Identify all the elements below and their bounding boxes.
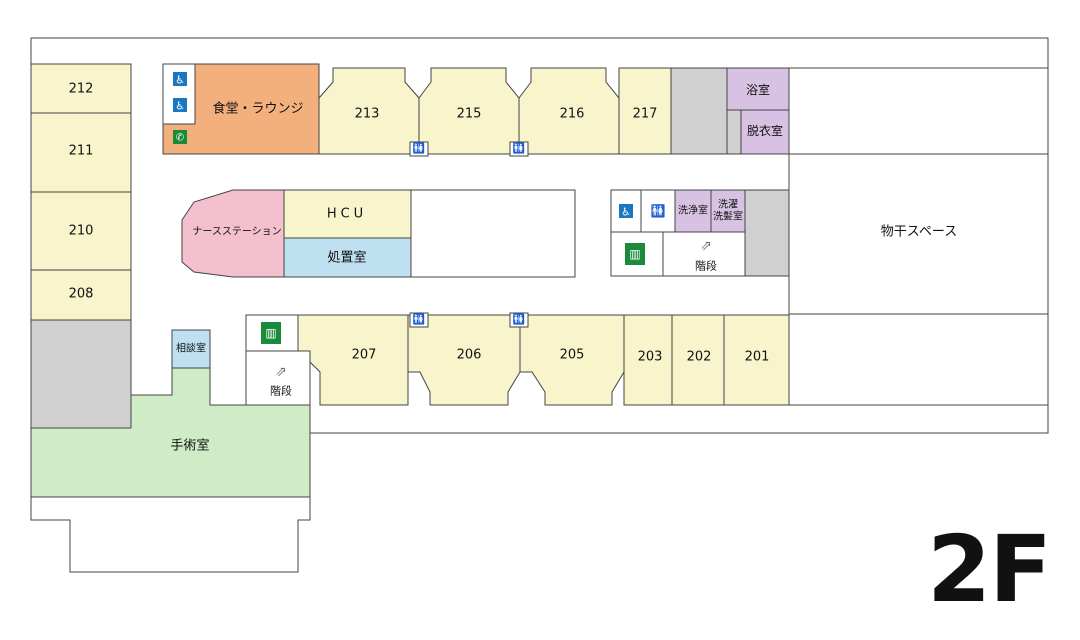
svg-text:▥: ▥: [265, 326, 276, 340]
room-217[interactable]: [618, 67, 672, 155]
wash-room[interactable]: [674, 189, 712, 233]
room-203-label: 203: [638, 350, 663, 365]
room-216-label: 216: [560, 107, 585, 122]
restroom-icon: [409, 312, 429, 328]
stairs-west-label: 階段: [270, 384, 292, 398]
room-201[interactable]: [723, 314, 790, 406]
room-212-label: 212: [69, 82, 94, 97]
svg-text:🚻: 🚻: [413, 313, 425, 326]
drying-space-label: 物干スペース: [881, 225, 957, 240]
hcu[interactable]: [283, 189, 412, 239]
room-205-label: 205: [560, 348, 585, 363]
room-211[interactable]: [30, 112, 132, 193]
dining-label: 食堂・ラウンジ: [212, 101, 303, 117]
svg-text:♿: ♿: [175, 100, 185, 113]
elevator-icon: [261, 322, 281, 344]
room-211-label: 211: [69, 144, 94, 159]
consultation-label: 相談室: [176, 342, 206, 355]
surgery-room[interactable]: [30, 367, 311, 498]
room-203[interactable]: [623, 314, 673, 406]
room-207-label: 207: [352, 348, 377, 363]
room-210-label: 210: [69, 224, 94, 239]
svg-text:▥: ▥: [629, 247, 640, 261]
phone-icon: [173, 130, 187, 144]
nurse-station-label: ナースステーション: [192, 226, 281, 238]
room-202-label: 202: [687, 350, 712, 365]
laundry-label: 洗濯: [718, 199, 738, 211]
room-202[interactable]: [671, 314, 725, 406]
core-room: [410, 189, 576, 278]
room-213-label: 213: [355, 107, 380, 122]
treatment-room[interactable]: [283, 237, 412, 278]
stairs-west[interactable]: [245, 350, 311, 406]
room-208[interactable]: [30, 269, 132, 321]
restroom-icon: [509, 312, 529, 328]
elevator-icon: [625, 243, 645, 265]
svg-text:✆: ✆: [176, 133, 184, 144]
bath-label: 浴室: [746, 82, 770, 97]
svg-text:🚻: 🚻: [513, 313, 525, 326]
accessible-toilet-icon: [619, 204, 633, 218]
svg-text:♿: ♿: [175, 74, 185, 87]
svg-text:🚻: 🚻: [413, 142, 425, 155]
stairs-east[interactable]: [662, 231, 746, 277]
room-215-label: 215: [457, 107, 482, 122]
accessible-toilet-icon: [173, 98, 187, 112]
laundry-hair-room[interactable]: [710, 189, 746, 233]
treatment-label: 処置室: [327, 250, 366, 266]
storage-north: [670, 67, 728, 155]
stairs-east-label: 階段: [695, 259, 717, 273]
room-217-label: 217: [633, 107, 658, 122]
room-206-label: 206: [457, 348, 482, 363]
accessible-toilet-icon: [173, 72, 187, 86]
storage-east-core: [744, 189, 790, 277]
drying-space[interactable]: [788, 153, 1049, 315]
floor-label: 2F: [927, 516, 1052, 623]
dining-icon-cutout: [162, 63, 196, 125]
room-201-label: 201: [745, 350, 770, 365]
dressing-room[interactable]: [740, 109, 790, 155]
storage-west: [30, 319, 132, 429]
svg-text:🚻: 🚻: [513, 142, 525, 155]
wash-room-label: 洗浄室: [678, 204, 708, 217]
svg-text:♿: ♿: [621, 206, 631, 219]
stairs-icon: ⇗: [275, 364, 287, 380]
room-208-label: 208: [69, 287, 94, 302]
restroom-icon: 🚻: [651, 204, 666, 218]
restroom-icon: [509, 141, 529, 157]
nurse-station[interactable]: [181, 189, 285, 278]
storage-dressing-side: [726, 109, 742, 155]
restroom-icon: [409, 141, 429, 157]
hcu-label: HCU: [327, 207, 367, 222]
stairs-icon: ⇗: [700, 238, 712, 254]
surgery-label: 手術室: [170, 438, 209, 454]
dressing-label: 脱衣室: [747, 123, 783, 138]
hair-wash-label: 洗髪室: [713, 210, 743, 223]
